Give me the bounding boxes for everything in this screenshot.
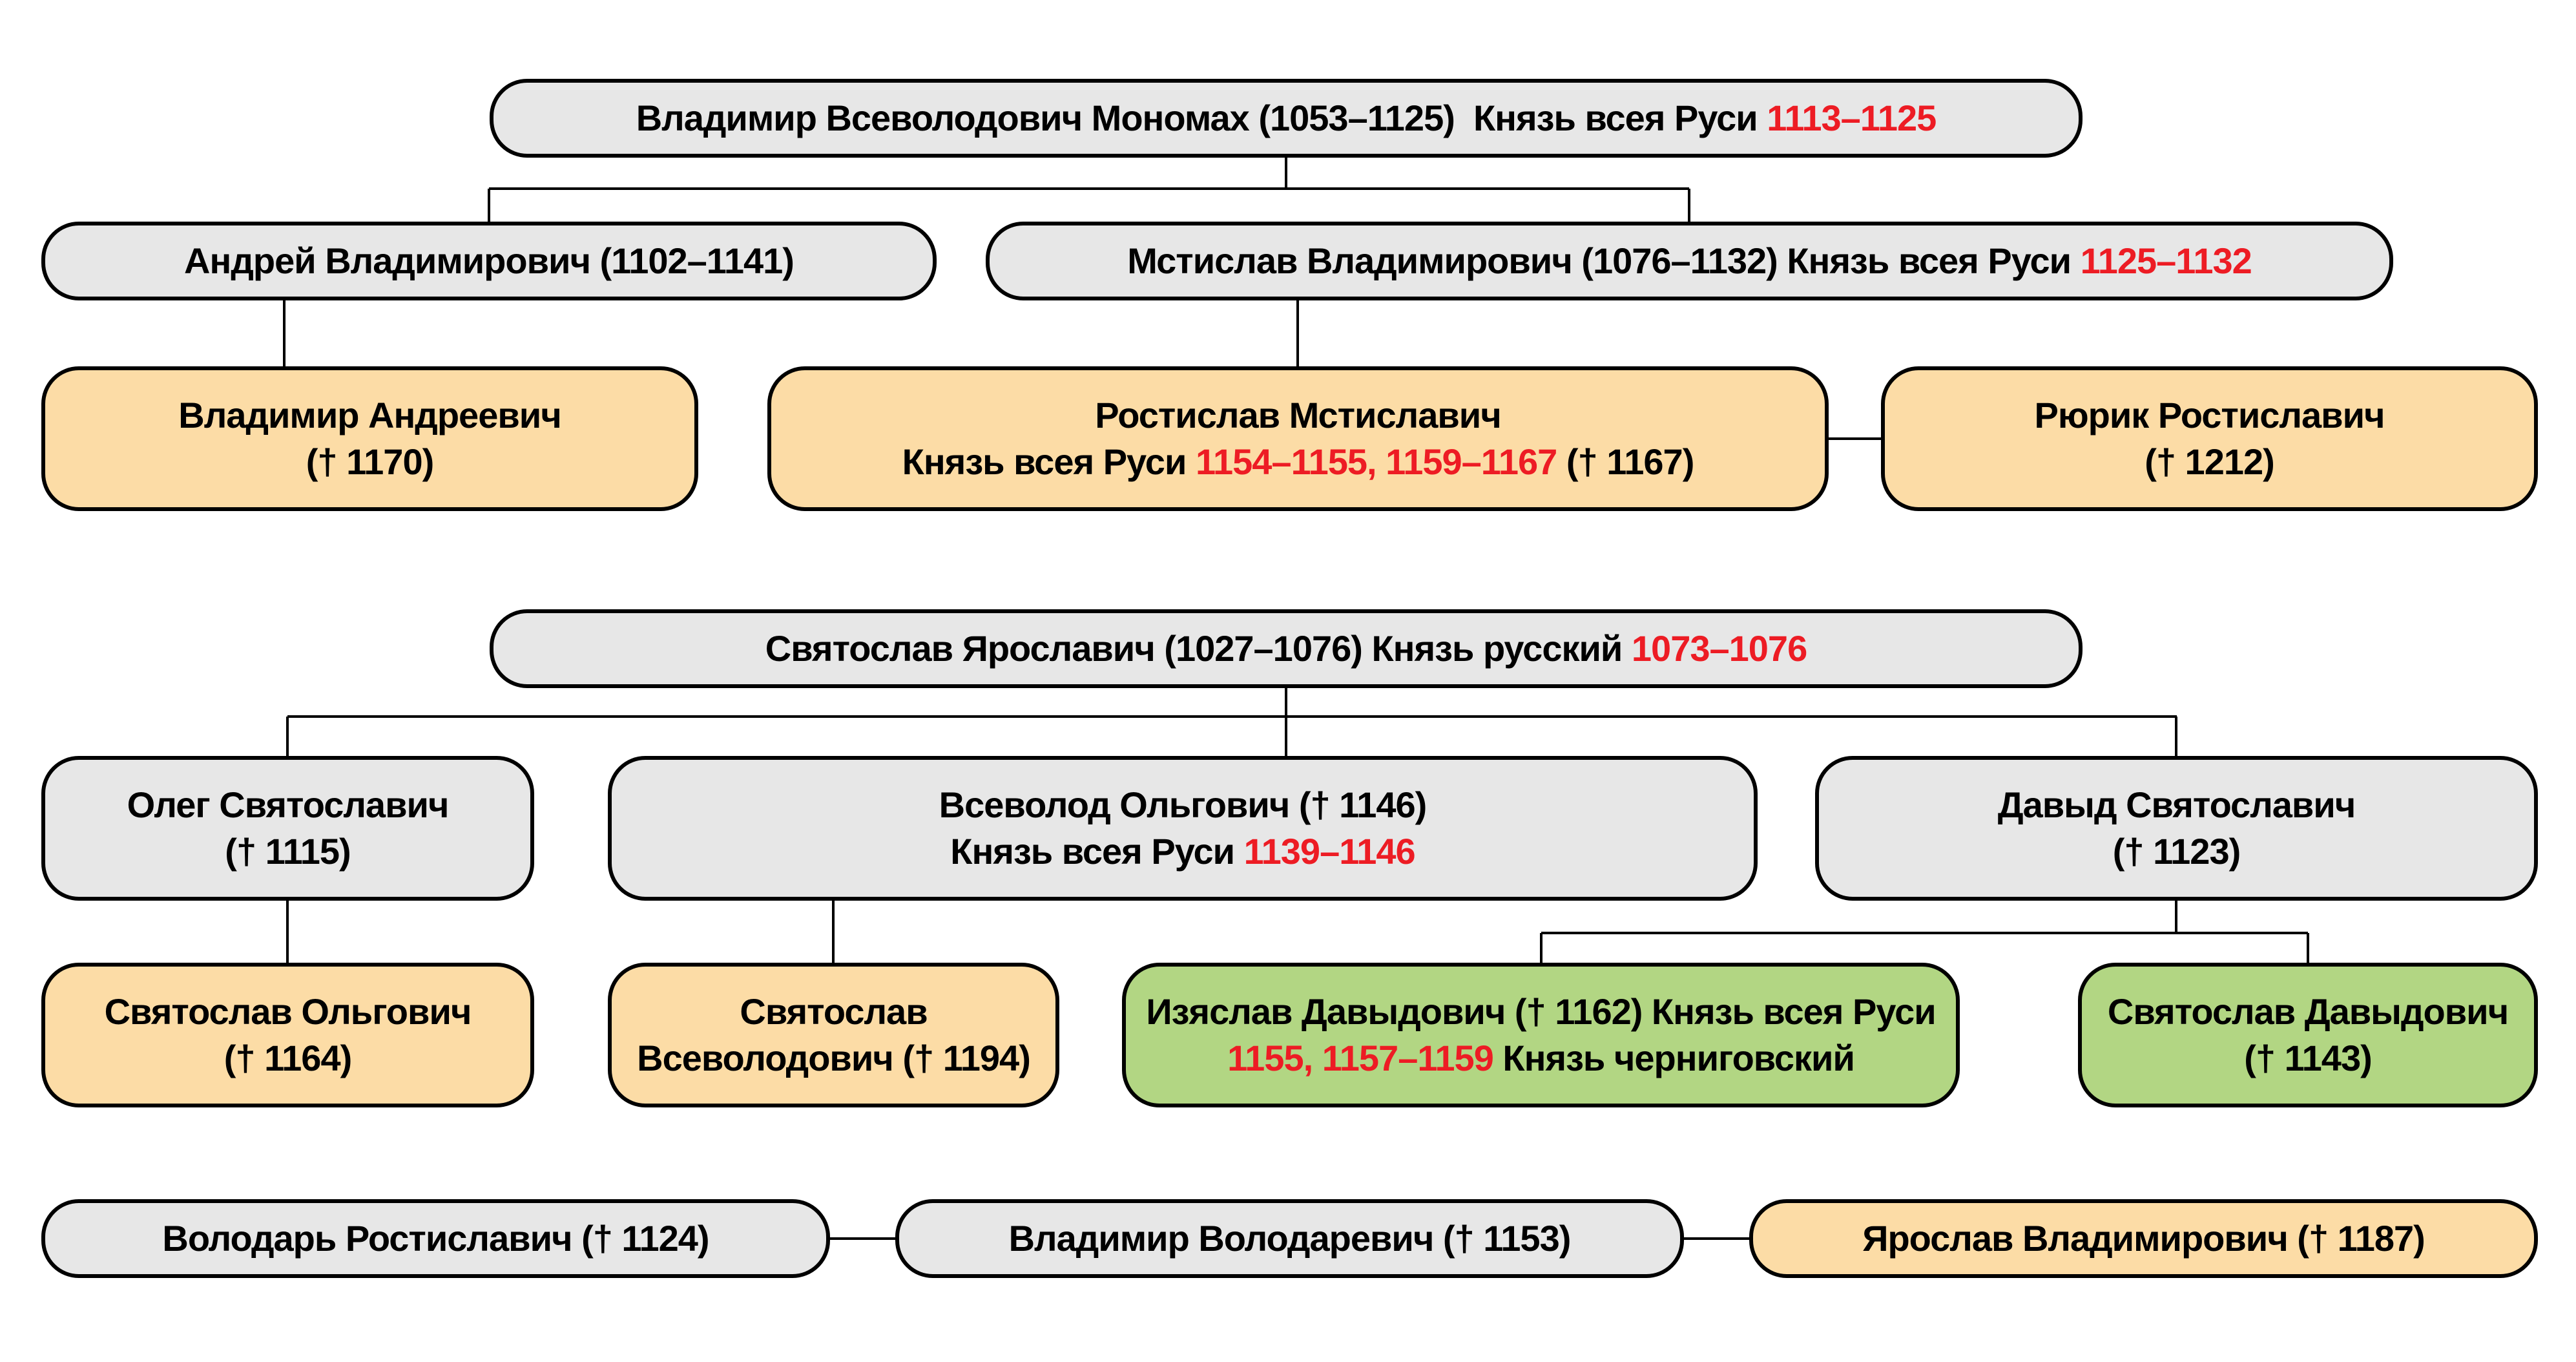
connector-line (1540, 933, 1542, 964)
reign-years: 1155, 1157–1159 (1227, 1038, 1494, 1078)
node-vladimir-volodarevich: Владимир Володаревич († 1153) (895, 1199, 1684, 1278)
death-year: († 1115) (225, 831, 351, 872)
node-name: Владимир Всеволодович Мономах (1053–1125… (636, 98, 1767, 139)
node-text: († 1143) (2244, 1035, 2372, 1082)
reign-years: 1154–1155, 1159–1167 (1195, 441, 1557, 482)
node-text: Владимир Андреевич (178, 392, 561, 439)
reign-years: 1113–1125 (1767, 98, 1937, 139)
connector-line (832, 901, 835, 964)
node-text: Олег Святославич (127, 782, 450, 828)
node-oleg-svyatoslavich: Олег Святославич († 1115) (41, 756, 534, 901)
connector-line (1541, 932, 2308, 934)
death-year: († 1212) (2145, 441, 2275, 482)
node-andrey-vladimirovich: Андрей Владимирович (1102–1141) (41, 222, 937, 300)
death-year: Всеволодович († 1194) (637, 1038, 1031, 1078)
node-svyatoslav-davydovich: Святослав Давыдович († 1143) (2078, 963, 2538, 1107)
node-name: Давыд Святославич (1997, 784, 2356, 826)
node-text: Владимир Володаревич († 1153) (1008, 1215, 1572, 1262)
node-text: Мстислав Владимирович (1076–1132) Князь … (1127, 238, 2252, 284)
node-text: Святослав Ярославич (1027–1076) Князь ру… (765, 625, 1807, 672)
connector-line (2307, 933, 2309, 964)
node-name: Святослав Ярославич (1027–1076) Князь ру… (765, 628, 1632, 669)
node-name: Святослав (740, 991, 928, 1032)
death-year: († 1167) (1557, 441, 1695, 482)
node-text: Володарь Ростиславич († 1124) (162, 1215, 709, 1262)
node-text: Ярослав Владимирович († 1187) (1862, 1215, 2425, 1262)
connector-line (1684, 1237, 1749, 1240)
node-text: Рюрик Ростиславич (2034, 392, 2385, 439)
node-mstislav-vladimirovich: Мстислав Владимирович (1076–1132) Князь … (986, 222, 2393, 300)
node-text: († 1123) (2113, 828, 2241, 875)
connector-line (286, 901, 289, 964)
node-vladimir-andreevich: Владимир Андреевич († 1170) (41, 366, 698, 511)
connector-line (1829, 437, 1881, 440)
connector-line (286, 717, 289, 757)
connector-line (1688, 189, 1690, 223)
node-yaroslav-vladimirovich: Ярослав Владимирович († 1187) (1749, 1199, 2538, 1278)
node-text: Святослав (740, 989, 928, 1035)
death-year: († 1123) (2112, 831, 2241, 872)
node-text: Изяслав Давыдович († 1162) Князь всея Ру… (1146, 989, 1936, 1035)
node-text: Всеволод Ольгович († 1146) (939, 782, 1428, 828)
node-name: Владимир Володаревич († 1153) (1008, 1218, 1572, 1259)
connector-line (1285, 158, 1287, 190)
node-volodar-rostislavich: Володарь Ростиславич († 1124) (41, 1199, 830, 1278)
node-text: Всеволодович († 1194) (637, 1035, 1031, 1082)
node-text: Святослав Ольгович (105, 989, 472, 1035)
node-text: († 1212) (2145, 439, 2275, 485)
connector-line (2175, 717, 2177, 757)
node-vsevolod-olgovich: Всеволод Ольгович († 1146) Князь всея Ру… (608, 756, 1758, 901)
node-vladimir-monomakh: Владимир Всеволодович Мономах (1053–1125… (490, 79, 2083, 158)
connector-line (287, 715, 2177, 718)
node-rostislav-mstislavich: Ростислав Мстиславич Князь всея Руси 115… (767, 366, 1829, 511)
node-text: Андрей Владимирович (1102–1141) (184, 238, 795, 284)
node-izyaslav-davydovich: Изяслав Давыдович († 1162) Князь всея Ру… (1122, 963, 1960, 1107)
node-text: Князь всея Руси 1154–1155, 1159–1167 († … (902, 439, 1695, 485)
node-svyatoslav-vsevolodovich: Святослав Всеволодович († 1194) (608, 963, 1059, 1107)
node-text: 1155, 1157–1159 Князь черниговский (1227, 1035, 1855, 1082)
node-name: Всеволод Ольгович († 1146) (939, 784, 1428, 826)
node-name: Святослав Ольгович (104, 991, 472, 1032)
title-text: Князь всея Руси (902, 441, 1196, 482)
node-name: Ростислав Мстиславич (1095, 395, 1501, 436)
connector-line (283, 300, 286, 368)
reign-years: 1139–1146 (1243, 831, 1416, 872)
connector-line (1285, 688, 1287, 757)
node-name: Святослав Давыдович (2107, 991, 2509, 1032)
reign-years: 1125–1132 (2080, 240, 2252, 282)
node-ryurik-rostislavich: Рюрик Ростиславич († 1212) (1881, 366, 2538, 511)
reign-years: 1073–1076 (1631, 628, 1807, 669)
death-year: († 1164) (223, 1038, 352, 1078)
node-name: Рюрик Ростиславич (2034, 395, 2385, 436)
node-text: Святослав Давыдович (2107, 989, 2509, 1035)
connector-line (489, 187, 1689, 190)
connector-line (2175, 901, 2177, 933)
node-name: Володарь Ростиславич († 1124) (162, 1218, 709, 1259)
node-name: Андрей Владимирович (1102–1141) (184, 240, 795, 282)
death-year: († 1170) (306, 441, 434, 482)
node-text: Ростислав Мстиславич (1095, 392, 1501, 439)
title-text: Князь всея Руси (950, 831, 1244, 872)
node-name: Ярослав Владимирович († 1187) (1862, 1218, 2425, 1259)
connector-line (488, 189, 490, 223)
node-text: Давыд Святославич (1998, 782, 2356, 828)
connector-line (830, 1237, 895, 1240)
node-davyd-svyatoslavich: Давыд Святославич († 1123) (1815, 756, 2538, 901)
node-name: Олег Святославич (127, 784, 450, 826)
node-text: († 1170) (306, 439, 434, 485)
node-text: († 1115) (225, 828, 351, 875)
death-year: († 1143) (2244, 1038, 2372, 1078)
node-name: Мстислав Владимирович (1076–1132) Князь … (1127, 240, 2081, 282)
connector-line (1296, 300, 1299, 368)
node-name: Изяслав Давыдович († 1162) Князь всея Ру… (1146, 991, 1936, 1032)
node-text: Владимир Всеволодович Мономах (1053–1125… (636, 95, 1937, 141)
node-svyatoslav-olgovich: Святослав Ольгович († 1164) (41, 963, 534, 1107)
node-text: († 1164) (224, 1035, 352, 1082)
node-text: Князь всея Руси 1139–1146 (950, 828, 1415, 875)
node-svyatoslav-yaroslavich: Святослав Ярославич (1027–1076) Князь ру… (490, 609, 2083, 688)
title-text: Князь черниговский (1493, 1038, 1854, 1078)
node-name: Владимир Андреевич (178, 395, 561, 436)
